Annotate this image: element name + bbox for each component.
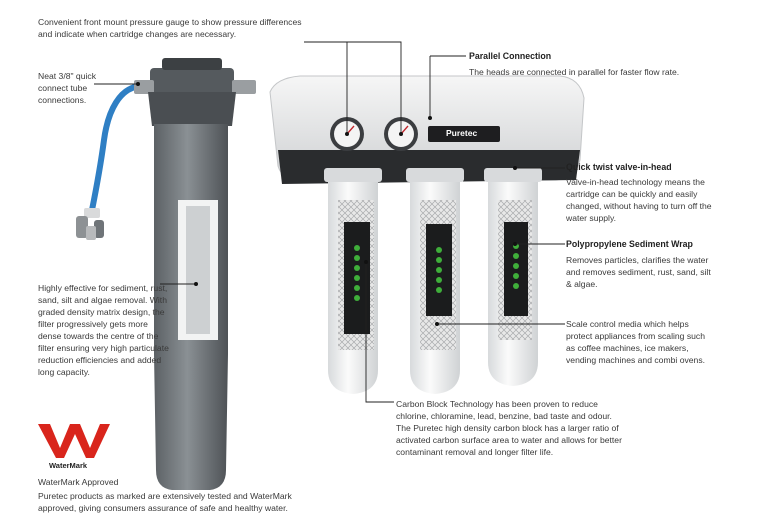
- valve-title: Quick twist valve-in-head: [566, 161, 672, 173]
- sediment-housing: [134, 58, 256, 490]
- wrap-body: Removes particles, clarifies the water a…: [566, 254, 718, 290]
- gauge-annotation: Convenient front mount pressure gauge to…: [38, 16, 308, 40]
- scale-body: Scale control media which helps protect …: [566, 318, 716, 366]
- watermark-logo-icon: [38, 424, 110, 458]
- cartridge: [406, 168, 464, 394]
- valve-body: Valve-in-head technology means the cartr…: [566, 176, 716, 224]
- cartridge: [484, 168, 542, 386]
- brand-label: Puretec: [446, 127, 477, 139]
- tap-icon: [76, 208, 104, 240]
- carbon-body: Carbon Block Technology has been proven …: [396, 398, 626, 458]
- cartridge: [324, 168, 382, 394]
- parallel-title: Parallel Connection: [469, 50, 551, 62]
- wrap-title: Polypropylene Sediment Wrap: [566, 238, 693, 250]
- watermark-approved: WaterMark Approved: [38, 476, 118, 488]
- parallel-body: The heads are connected in parallel for …: [469, 66, 719, 78]
- watermark-logo-label: WaterMark: [49, 460, 87, 472]
- sediment-annotation: Highly effective for sediment, rust, san…: [38, 282, 170, 378]
- connect-annotation: Neat 3/8" quick connect tube connections…: [38, 70, 106, 106]
- watermark-body: Puretec products as marked are extensive…: [38, 490, 328, 514]
